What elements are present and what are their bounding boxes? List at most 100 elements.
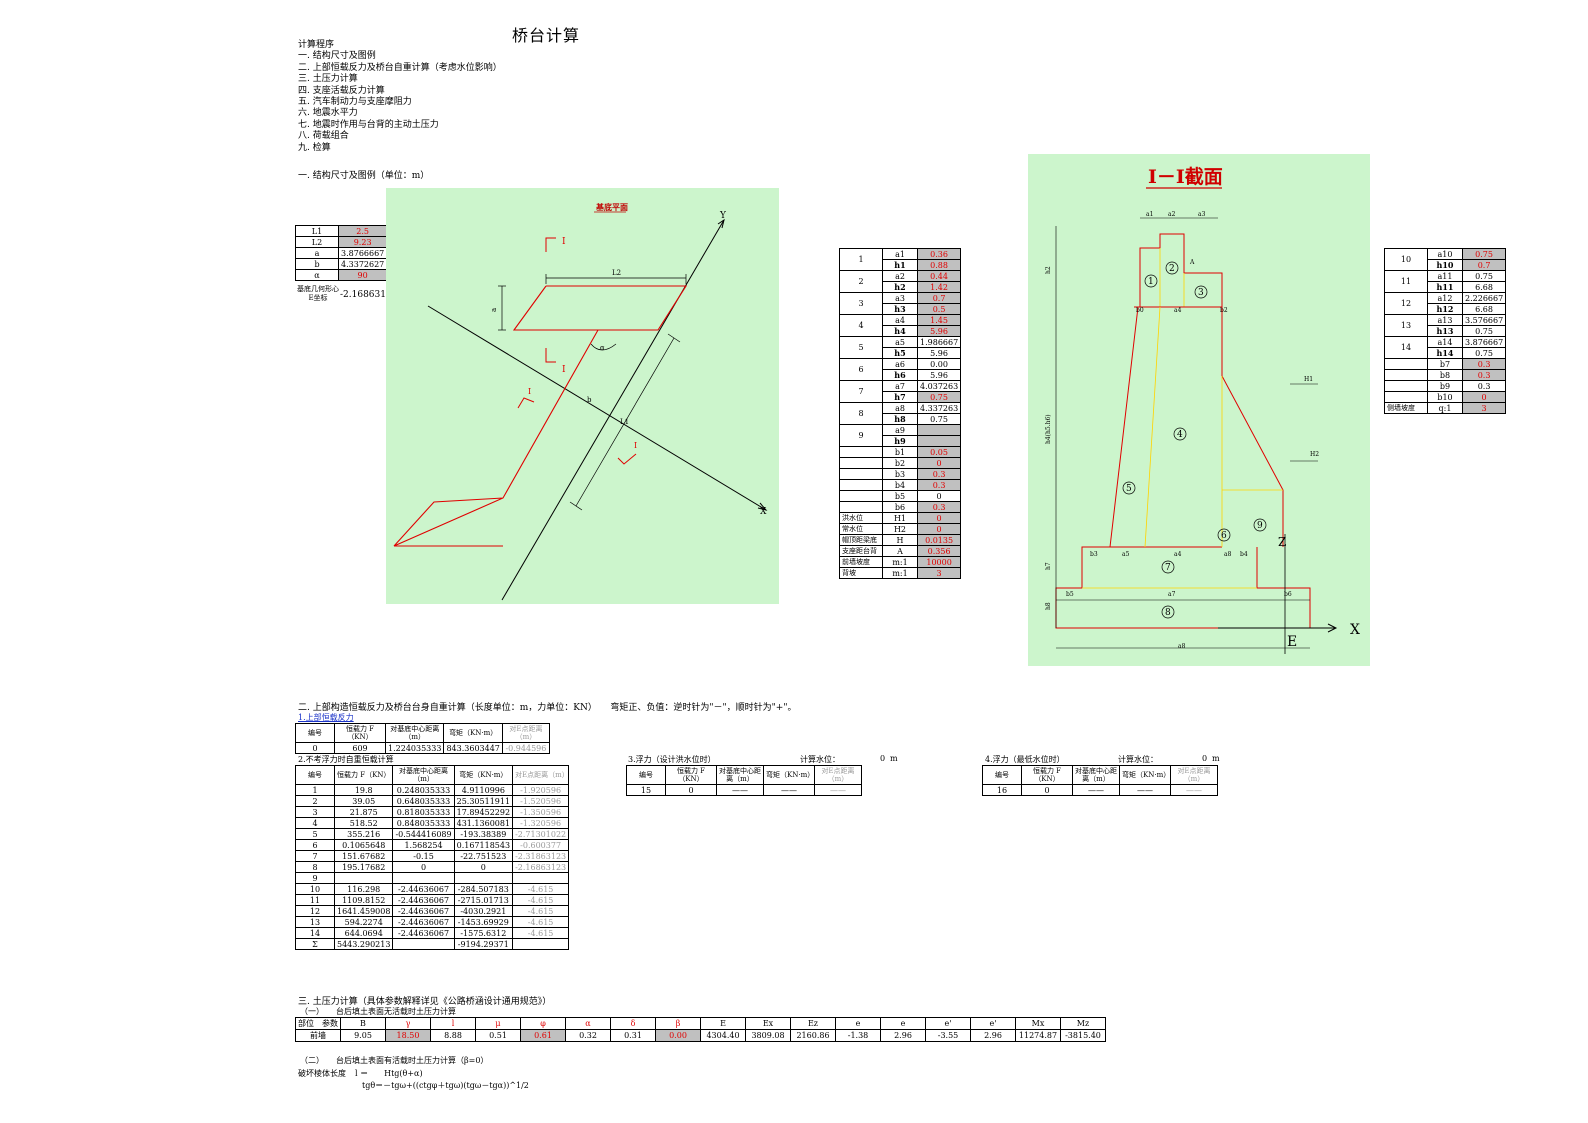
header-row: 编号恒载力 F（KN）对基底中心距离（m）弯矩（KN·m）对E点距离（m）: [295, 723, 550, 743]
dim-value: 4.037263: [916, 380, 962, 392]
svg-text:b3: b3: [1090, 551, 1098, 558]
table-cell: 11274.87: [1015, 1029, 1061, 1042]
plan-title: 基底平面: [595, 202, 628, 212]
dim-key: a10: [1427, 248, 1463, 260]
column-header: 弯矩（KN·m）: [1119, 765, 1171, 785]
svg-text:I: I: [562, 237, 566, 247]
dim-group-num: 14: [1384, 336, 1428, 359]
table-cell: 6: [295, 839, 335, 851]
dim-value: 3: [916, 567, 962, 579]
centroid-label: 基底几何形心E坐标: [297, 285, 339, 302]
table-cell: 1641.459008: [333, 905, 394, 917]
svg-text:L1: L1: [620, 418, 629, 426]
dim-group-num: 2: [839, 270, 883, 293]
dim-value: 0: [916, 490, 962, 502]
dim-key: b6: [882, 501, 918, 513]
section2-title: 二. 上部构造恒载反力及桥台台身自重计算（长度单位：m，力单位：KN） 弯矩正、…: [298, 703, 797, 713]
column-header: E: [700, 1017, 746, 1030]
table-cell: -2.44636067: [392, 883, 455, 895]
dim-extra-label: [1384, 369, 1428, 381]
svg-text:4: 4: [1177, 430, 1183, 440]
table-cell: 0.31: [610, 1029, 656, 1042]
table-cell: -0.944596: [501, 742, 550, 754]
dim-key: h3: [882, 303, 918, 315]
dim-extra-label: 前墙坡度: [839, 556, 883, 568]
table-cell: -1.920596: [512, 784, 570, 796]
dim-key: a13: [1427, 314, 1463, 326]
dim-value: 3: [1461, 402, 1507, 414]
column-header: 恒载力 F（KN）: [333, 765, 394, 785]
column-header: φ: [520, 1017, 566, 1030]
table-cell: Σ: [295, 938, 335, 950]
column-header: e: [880, 1017, 926, 1030]
svg-text:I: I: [634, 441, 637, 450]
column-header: 对基底中心距离（m）: [392, 765, 455, 785]
sub3-level-label: 计算水位：: [800, 755, 840, 764]
dim-value: 0.05: [916, 446, 962, 458]
column-header: 弯矩（KN·m）: [443, 723, 503, 743]
dim-extra-label: [839, 490, 883, 502]
table-cell: [512, 938, 570, 950]
dim-group-num: 12: [1384, 292, 1428, 315]
dim-key: h13: [1427, 325, 1463, 337]
table-cell: -4.615: [512, 927, 570, 939]
dim-value: 0.75: [916, 413, 962, 425]
column-header: 编号: [295, 765, 335, 785]
table-cell: ——: [1072, 784, 1120, 796]
dim-value: 2.226667: [1461, 292, 1507, 304]
table-cell: -2.44636067: [392, 927, 455, 939]
svg-text:Y: Y: [719, 211, 727, 221]
table-cell: -1575.6312: [453, 927, 514, 939]
dim-value: [916, 424, 962, 436]
param-label: L2: [295, 236, 339, 248]
svg-text:b2: b2: [1220, 307, 1228, 314]
section2-sub4: 4.浮力（最低水位时）: [985, 755, 1065, 764]
centroid-value: -2.168631: [340, 290, 386, 300]
table-cell: -2.44636067: [392, 894, 455, 906]
section2-sub1-link[interactable]: 1.上部恒载反力: [298, 713, 354, 722]
table-cell: 16: [982, 784, 1022, 796]
svg-text:a3: a3: [1198, 211, 1206, 218]
table-cell: -2.44636067: [392, 905, 455, 917]
svg-text:h7: h7: [1045, 562, 1052, 570]
table-cell: 8: [295, 861, 335, 873]
column-header: 编号: [295, 723, 335, 743]
dim-value: 0.0135: [916, 534, 962, 546]
dim-extra-label: [1384, 391, 1428, 403]
table-cell: -9194.29371: [453, 938, 514, 950]
table-cell: 0.1065648: [333, 839, 394, 851]
dim-value: 0.7: [916, 292, 962, 304]
dim-group-num: 10: [1384, 248, 1428, 271]
dim-group-num: 6: [839, 358, 883, 381]
toc-item: 一. 结构尺寸及图例: [298, 51, 376, 62]
table-cell: 21.875: [333, 806, 394, 818]
dim-key: m:1: [882, 556, 918, 568]
section3-sub1: （一） 台后填土表面无活载时土压力计算: [300, 1007, 456, 1016]
dim-extra-label: 常水位: [839, 523, 883, 535]
dim-key: a5: [882, 336, 918, 348]
table-cell: 644.0694: [333, 927, 394, 939]
dim-key: a1: [882, 248, 918, 260]
dim-value: 0.7: [1461, 259, 1507, 271]
table-cell: 0.51: [475, 1029, 521, 1042]
dim-key: b9: [1427, 380, 1463, 392]
table-cell: -2.44636067: [392, 916, 455, 928]
dim-value: 5.96: [916, 325, 962, 337]
column-header: Ex: [745, 1017, 791, 1030]
dim-value: 10000: [916, 556, 962, 568]
dim-key: b10: [1427, 391, 1463, 403]
table-cell: 843.3603447: [443, 742, 503, 754]
table-cell: 2.96: [970, 1029, 1016, 1042]
